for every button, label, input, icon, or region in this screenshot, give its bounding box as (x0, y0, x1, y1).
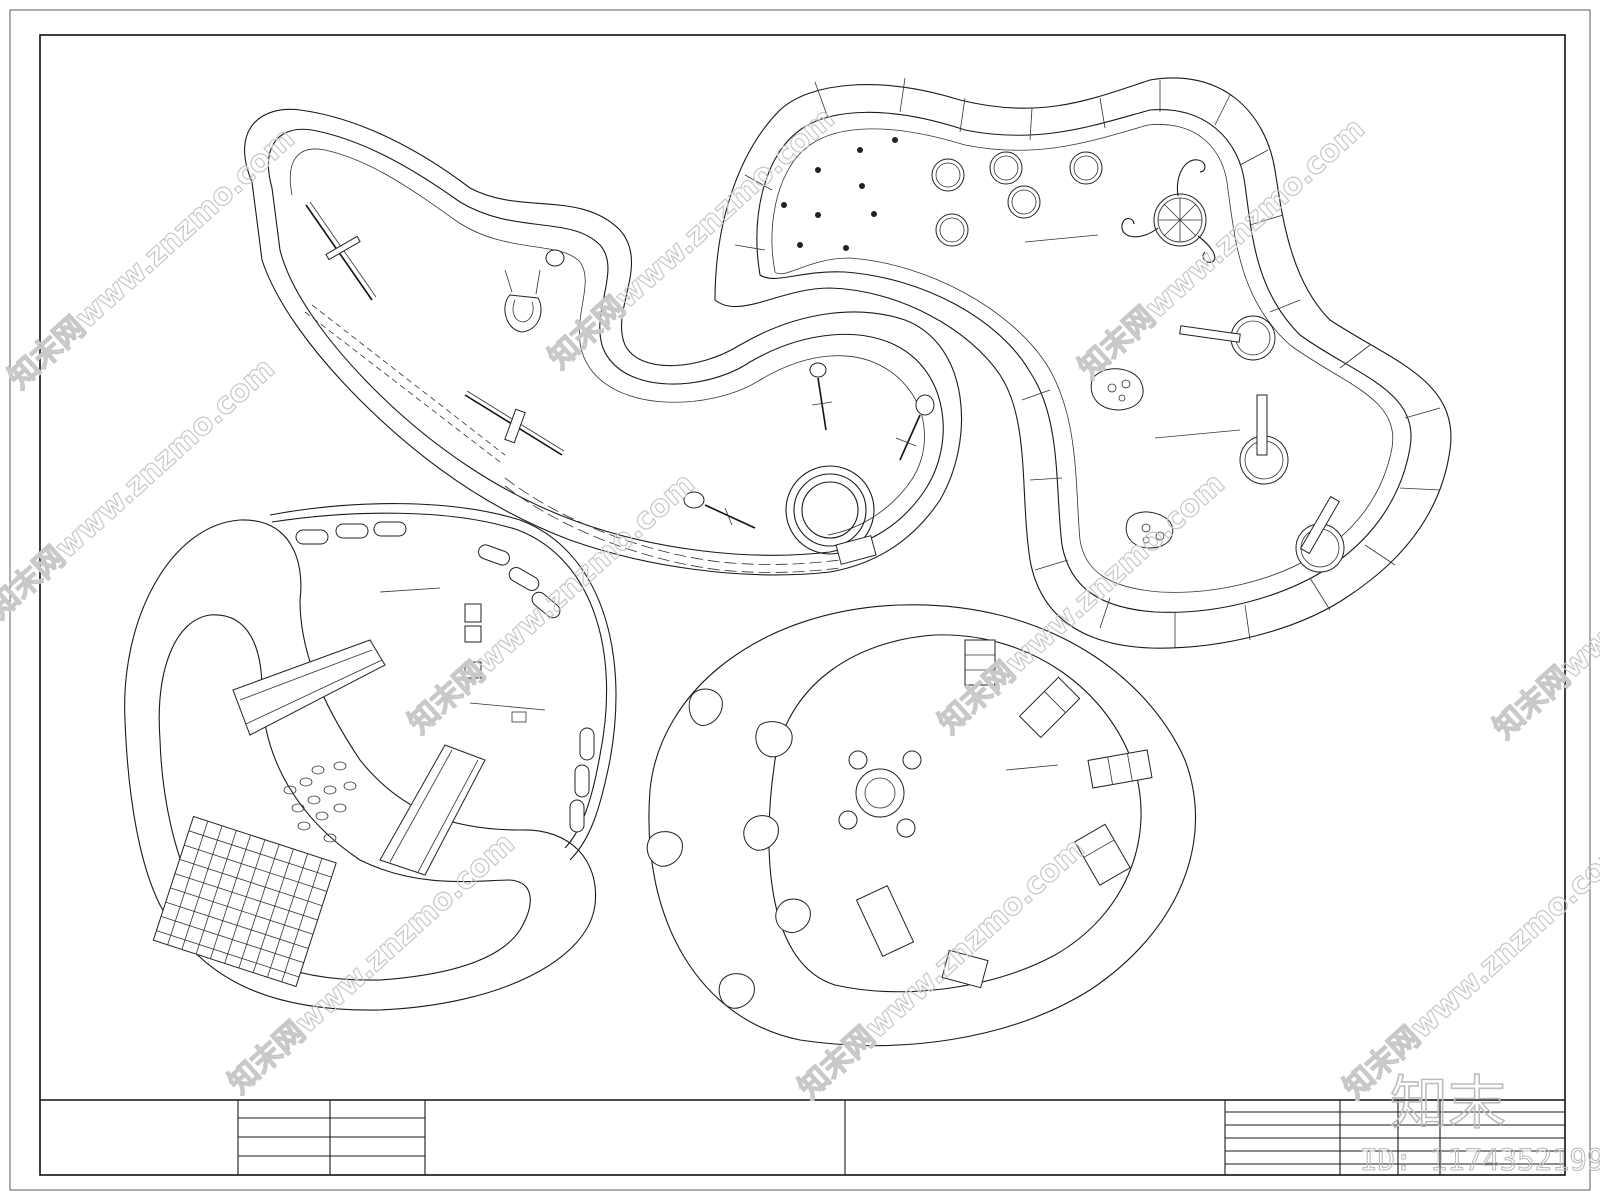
ladder-icon (964, 639, 1153, 886)
slide-icon (232, 639, 486, 876)
watermark-text: 知末网www.znzmo.com (1487, 471, 1600, 746)
stepping-stone-icon (295, 521, 595, 833)
title-block (40, 1099, 1565, 1175)
image-id-label: ID: 1174352199 (1360, 1143, 1600, 1177)
watermark-text: 知末网www.znzmo.com (1337, 831, 1600, 1106)
watermark-text: 知末网www.znzmo.com (1072, 111, 1372, 386)
outer-sheet-border (9, 9, 1591, 1191)
watermark-text: 知末网www.znzmo.com (402, 466, 702, 741)
seesaw-icon (305, 201, 565, 456)
watermark-text: 知末网www.znzmo.com (932, 466, 1232, 741)
watermark-text: 知末网www.znzmo.com (542, 101, 842, 376)
carousel-icon (1121, 159, 1216, 263)
stepping-stone-icon (646, 688, 922, 1009)
watermark-layer: 知末网www.znzmo.com 知末网www.znzmo.com 知末网www… (0, 101, 1600, 1178)
spring-rider-icon (1154, 315, 1345, 573)
stepping-stone-icon (283, 761, 357, 843)
watermark-text: 知末网www.znzmo.com (0, 351, 282, 626)
inner-drawing-frame (39, 34, 1566, 1176)
sand-play-zone (124, 503, 617, 1011)
swing-icon (504, 249, 565, 333)
climbing-net-icon (152, 815, 337, 988)
brand-logo-text: 知末 (1390, 1069, 1506, 1137)
spring-rider-icon (683, 362, 935, 529)
slide-climbing-zone (714, 77, 1452, 649)
stepping-stone-icon (855, 885, 989, 989)
watermark-text: 知末网www.znzmo.com (792, 831, 1092, 1106)
stepping-stone-icon (1090, 368, 1174, 549)
linear-play-path (244, 108, 962, 576)
stepping-stone-icon (931, 151, 1103, 247)
stepping-stone-zone (648, 604, 1197, 1047)
